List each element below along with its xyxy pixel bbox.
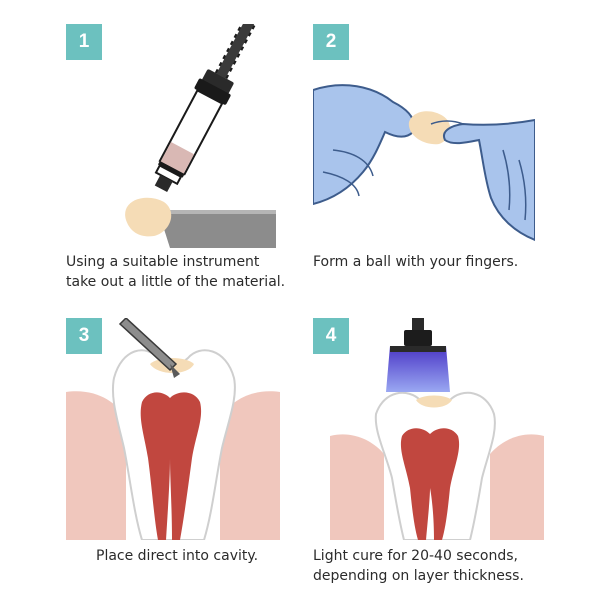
curing-light (386, 318, 450, 392)
step-2-badge: 2 (313, 24, 349, 60)
material-ball (408, 111, 451, 145)
material-blob (125, 197, 172, 237)
step-3-badge: 3 (66, 318, 102, 354)
work-surface (158, 210, 276, 248)
step-4-badge: 4 (313, 318, 349, 354)
step-2-caption: Form a ball with your fingers. (313, 254, 519, 270)
right-glove (443, 118, 535, 242)
pulp (400, 428, 460, 540)
gum-right (220, 391, 280, 540)
step-1-caption: Using a suitable instrument take out a l… (66, 254, 286, 290)
pulp (140, 392, 202, 540)
tooth-cavity-illustration (66, 318, 280, 540)
dental-instrument (118, 318, 180, 378)
step-3-caption: Place direct into cavity. (96, 548, 259, 564)
gum-left (330, 434, 384, 540)
left-glove (313, 84, 415, 206)
step-1-badge: 1 (66, 24, 102, 60)
gloved-hands-illustration (313, 84, 535, 242)
curing-light-illustration (330, 318, 544, 540)
syringe-illustration (125, 24, 276, 248)
gum-right (490, 434, 544, 540)
gum-left (66, 391, 126, 540)
restoration (416, 395, 452, 408)
step-4-caption: Light cure for 20-40 seconds, depending … (313, 548, 524, 584)
